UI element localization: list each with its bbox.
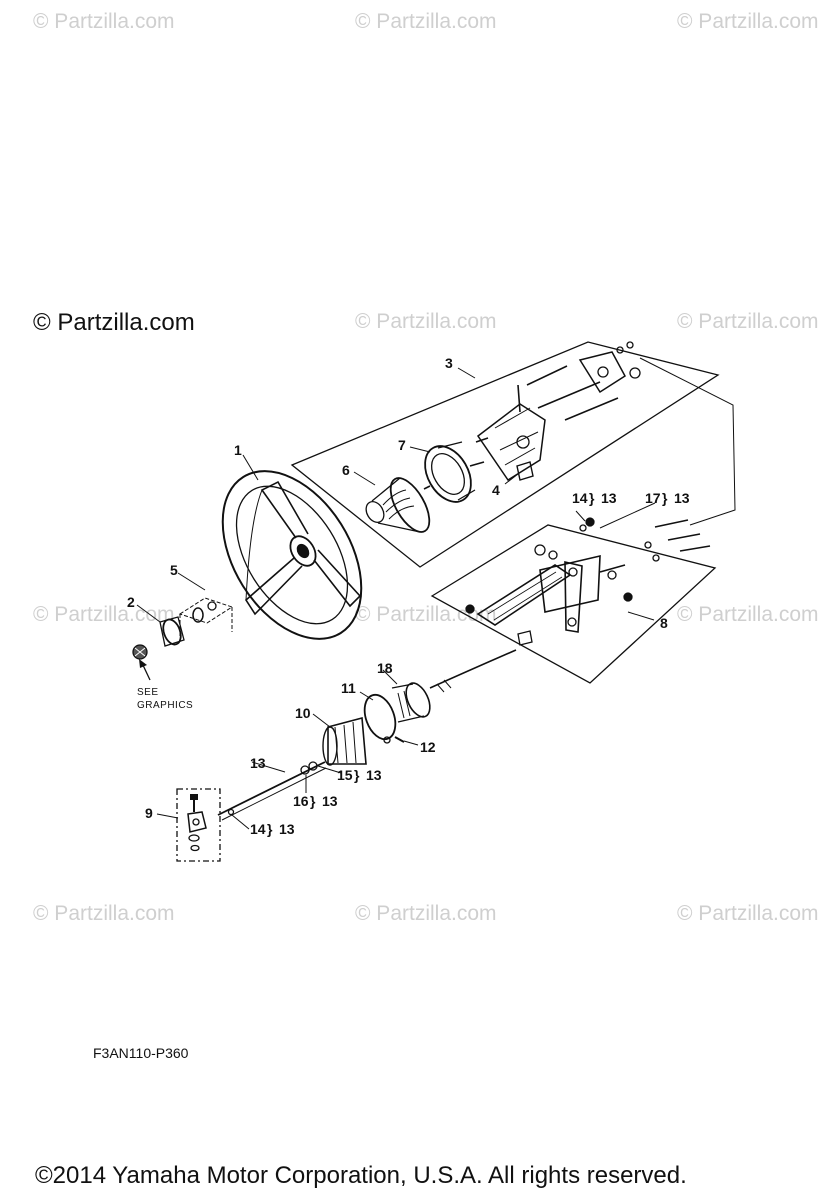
callout-18: 18 <box>377 660 393 676</box>
see-graphics-line1: SEE <box>137 687 159 698</box>
group-box-3 <box>290 341 720 568</box>
watermark: © Partzilla.com <box>677 310 819 333</box>
ring-part-7 <box>424 441 476 503</box>
callout-1: 1 <box>234 442 242 458</box>
hub-parts <box>132 597 234 660</box>
callout-7: 7 <box>398 437 406 453</box>
watermark: © Partzilla.com <box>355 603 497 626</box>
watermark: © Partzilla.com <box>33 603 175 626</box>
leader-lines <box>136 367 656 830</box>
callout-5: 5 <box>170 562 178 578</box>
watermark: © Partzilla.com <box>33 902 175 925</box>
callout-4: 4 <box>492 482 500 498</box>
bellows-part-10 <box>322 716 367 766</box>
watermark: © Partzilla.com <box>677 603 819 626</box>
bracket-glyph: } <box>354 767 360 783</box>
copyright-notice: ©2014 Yamaha Motor Corporation, U.S.A. A… <box>35 1162 687 1189</box>
upper-cable <box>429 649 517 689</box>
watermark: © Partzilla.com <box>677 902 819 925</box>
steering-wheel <box>221 470 363 640</box>
screw-part-12 <box>394 736 405 743</box>
callout-15-ref: 13 <box>366 767 382 783</box>
callout-9: 9 <box>145 805 153 821</box>
callout-17: 17 <box>645 490 661 506</box>
callout-14-upper: 14 <box>572 490 588 506</box>
watermark: © Partzilla.com <box>33 10 175 33</box>
bolts <box>423 365 619 490</box>
lower-bracket <box>465 517 711 646</box>
bracket-glyph: } <box>310 793 316 809</box>
callout-16-ref: 13 <box>322 793 338 809</box>
callout-14-upper-ref: 13 <box>601 490 617 506</box>
ball-joint-part-9 <box>187 794 207 852</box>
bracket-glyph: } <box>589 490 595 506</box>
diagram-code: F3AN110-P360 <box>93 1045 189 1061</box>
callout-10: 10 <box>295 705 311 721</box>
callout-13: 13 <box>250 755 266 771</box>
bracket-glyph: } <box>267 821 273 837</box>
callout-11: 11 <box>341 680 356 696</box>
callout-3: 3 <box>445 355 453 371</box>
clamp-part-11 <box>363 693 397 741</box>
watermark: © Partzilla.com <box>677 10 819 33</box>
brand-label: © Partzilla.com <box>33 309 195 336</box>
column-housing <box>476 341 641 482</box>
callout-8: 8 <box>660 615 668 631</box>
watermark: © Partzilla.com <box>355 902 497 925</box>
callout-2: 2 <box>127 594 135 610</box>
watermark: © Partzilla.com <box>355 310 497 333</box>
callout-6: 6 <box>342 462 350 478</box>
steering-cable-part-13 <box>217 761 327 821</box>
bracket-glyph: } <box>662 490 668 506</box>
callout-12: 12 <box>420 739 436 755</box>
clip-part-4 <box>516 461 534 481</box>
group-box-9 <box>176 788 221 862</box>
group-box-8 <box>430 524 717 684</box>
cone-part-6 <box>365 477 431 533</box>
boot-part-18 <box>391 682 431 723</box>
connector-line <box>639 357 736 526</box>
watermark: © Partzilla.com <box>355 10 497 33</box>
see-graphics-line2: GRAPHICS <box>137 700 193 711</box>
callout-16: 16 <box>293 793 309 809</box>
callout-15: 15 <box>337 767 353 783</box>
callout-14-lower: 14 <box>250 821 266 837</box>
callout-14-lower-ref: 13 <box>279 821 295 837</box>
callout-17-ref: 13 <box>674 490 690 506</box>
